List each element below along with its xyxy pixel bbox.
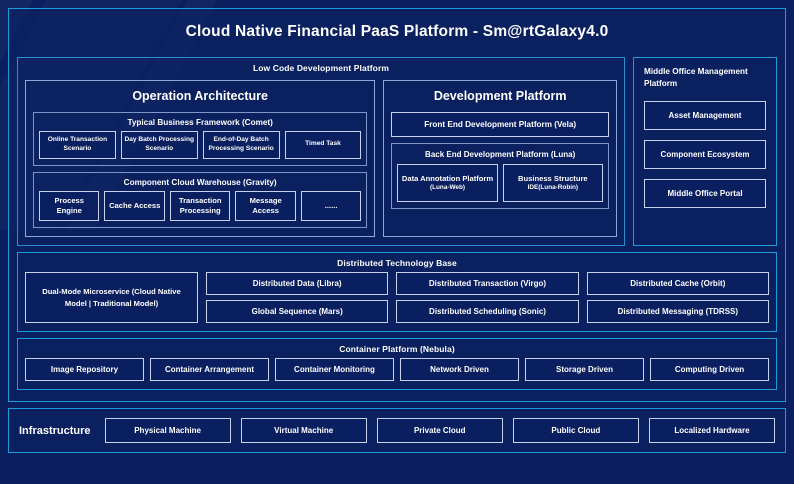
- operation-architecture-panel: Operation Architecture Typical Business …: [25, 80, 376, 238]
- typical-business-framework-title: Typical Business Framework (Comet): [127, 118, 273, 127]
- cell-container-arrangement[interactable]: Container Arrangement: [150, 358, 269, 382]
- chip-business-structure-sub: IDE(Luna-Robin): [527, 183, 579, 191]
- distributed-technology-base-body: Dual-Mode Microservice (Cloud Native Mod…: [25, 272, 769, 324]
- middle-office-component-ecosystem[interactable]: Component Ecosystem: [644, 139, 766, 169]
- chip-process-engine[interactable]: Process Engine: [39, 190, 100, 222]
- chip-data-annotation-platform[interactable]: Data Annotation Platform (Luna-Web): [397, 164, 498, 202]
- low-code-development-platform: Low Code Development Platform Operation …: [17, 57, 625, 247]
- chip-message-access[interactable]: Message Access: [235, 190, 296, 222]
- cell-distributed-data[interactable]: Distributed Data (Libra): [206, 272, 389, 296]
- cell-localized-hardware[interactable]: Localized Hardware: [648, 418, 775, 443]
- container-platform-panel: Container Platform (Nebula) Image Reposi…: [17, 338, 777, 391]
- typical-business-framework-group: Typical Business Framework (Comet) Onlin…: [33, 112, 368, 166]
- operation-architecture-title: Operation Architecture: [132, 89, 269, 103]
- cell-network-driven[interactable]: Network Driven: [400, 358, 519, 382]
- cloud-warehouse-chip-row: Process Engine Cache Access Transaction …: [39, 190, 362, 222]
- distributed-technology-grid: Distributed Data (Libra) Global Sequence…: [206, 272, 769, 324]
- distributed-column-2: Distributed Transaction (Virgo) Distribu…: [396, 272, 579, 324]
- development-platform-panel: Development Platform Front End Developme…: [383, 80, 617, 238]
- cell-computing-driven[interactable]: Computing Driven: [650, 358, 769, 382]
- cell-virtual-machine[interactable]: Virtual Machine: [240, 418, 367, 443]
- infrastructure-panel: Infrastructure Physical Machine Virtual …: [8, 408, 786, 453]
- distributed-technology-base-panel: Distributed Technology Base Dual-Mode Mi…: [17, 252, 777, 333]
- back-end-development-group: Back End Development Platform (Luna) Dat…: [391, 143, 609, 209]
- container-platform-title: Container Platform (Nebula): [339, 344, 455, 355]
- chip-transaction-processing[interactable]: Transaction Processing: [169, 190, 231, 222]
- container-platform-row: Image Repository Container Arrangement C…: [25, 358, 769, 382]
- page-title: Cloud Native Financial PaaS Platform - S…: [185, 23, 609, 40]
- infrastructure-label: Infrastructure: [19, 424, 91, 437]
- cell-distributed-cache[interactable]: Distributed Cache (Orbit): [586, 272, 769, 296]
- component-cloud-warehouse-title: Component Cloud Warehouse (Gravity): [123, 177, 277, 187]
- cell-public-cloud[interactable]: Public Cloud: [512, 418, 639, 443]
- upper-section-row: Low Code Development Platform Operation …: [17, 57, 777, 247]
- low-code-title: Low Code Development Platform: [252, 63, 390, 73]
- development-platform-title: Development Platform: [433, 89, 567, 103]
- platform-main-frame: Cloud Native Financial PaaS Platform - S…: [8, 8, 786, 402]
- cell-image-repository[interactable]: Image Repository: [25, 358, 144, 382]
- cell-distributed-scheduling[interactable]: Distributed Scheduling (Sonic): [396, 300, 579, 324]
- cell-physical-machine[interactable]: Physical Machine: [104, 418, 231, 443]
- chip-business-structure-main: Business Structure: [518, 173, 588, 183]
- cell-distributed-messaging[interactable]: Distributed Messaging (TDRSS): [586, 300, 769, 324]
- distributed-column-1: Distributed Data (Libra) Global Sequence…: [206, 272, 389, 324]
- business-framework-chip-row: Online Transaction Scenario Day Batch Pr…: [39, 131, 362, 159]
- middle-office-management-platform: Middle Office Management Platform Asset …: [633, 57, 777, 247]
- low-code-columns: Operation Architecture Typical Business …: [25, 80, 617, 238]
- chip-end-of-day-batch-processing-scenario[interactable]: End-of-Day Batch Processing Scenario: [202, 131, 280, 159]
- middle-office-title: Middle Office Management Platform: [644, 67, 748, 89]
- chip-more-ellipsis[interactable]: ......: [300, 190, 362, 222]
- back-end-development-title: Back End Development Platform (Luna): [425, 150, 576, 159]
- front-end-development-platform[interactable]: Front End Development Platform (Vela): [391, 112, 609, 137]
- middle-office-asset-management[interactable]: Asset Management: [644, 100, 766, 130]
- component-cloud-warehouse-group: Component Cloud Warehouse (Gravity) Proc…: [33, 171, 368, 229]
- chip-business-structure-ide[interactable]: Business Structure IDE(Luna-Robin): [502, 164, 603, 202]
- distributed-column-3: Distributed Cache (Orbit) Distributed Me…: [586, 272, 769, 324]
- distributed-technology-base-title: Distributed Technology Base: [337, 258, 457, 269]
- chip-day-batch-processing-scenario[interactable]: Day Batch Processing Scenario: [120, 131, 198, 159]
- cell-container-monitoring[interactable]: Container Monitoring: [275, 358, 394, 382]
- chip-timed-task[interactable]: Timed Task: [284, 131, 362, 159]
- infrastructure-row: Physical Machine Virtual Machine Private…: [104, 418, 775, 443]
- cell-private-cloud[interactable]: Private Cloud: [376, 418, 503, 443]
- cell-storage-driven[interactable]: Storage Driven: [525, 358, 644, 382]
- cell-distributed-transaction[interactable]: Distributed Transaction (Virgo): [396, 272, 579, 296]
- chip-data-annotation-main: Data Annotation Platform: [401, 173, 494, 183]
- back-end-chip-row: Data Annotation Platform (Luna-Web) Busi…: [397, 164, 603, 202]
- chip-cache-access[interactable]: Cache Access: [104, 190, 165, 222]
- chip-online-transaction-scenario[interactable]: Online Transaction Scenario: [39, 131, 116, 159]
- chip-data-annotation-sub: (Luna-Web): [429, 183, 466, 191]
- middle-office-portal[interactable]: Middle Office Portal: [644, 178, 766, 208]
- cell-dual-mode-microservice[interactable]: Dual-Mode Microservice (Cloud Native Mod…: [25, 272, 198, 324]
- cell-global-sequence[interactable]: Global Sequence (Mars): [206, 300, 389, 324]
